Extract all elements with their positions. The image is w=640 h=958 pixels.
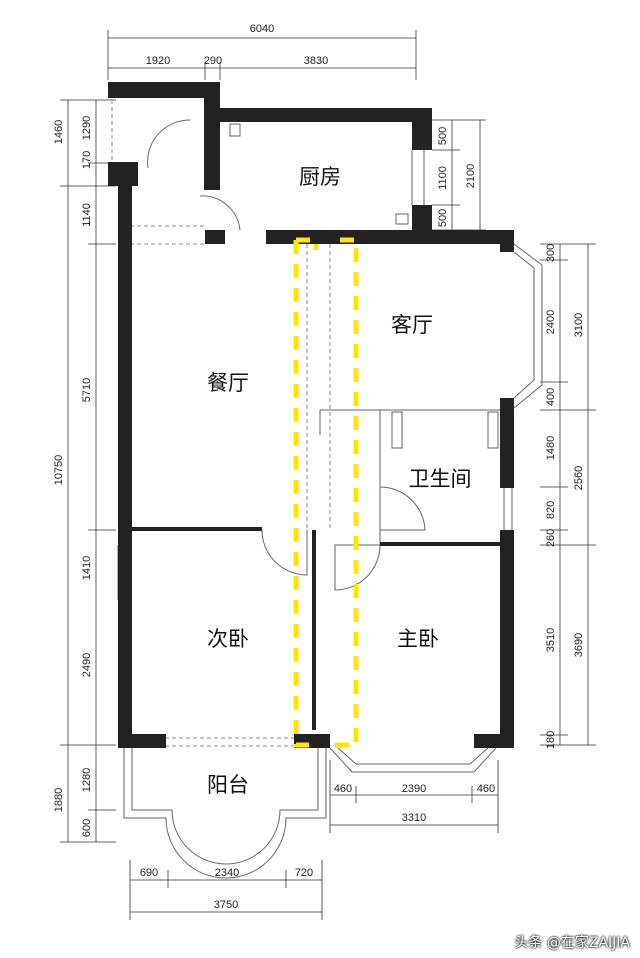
dim-left-1290: 1290 [81, 116, 93, 140]
dim-left-upper-total: 1460 [53, 120, 65, 144]
thin-lines [111, 100, 543, 879]
dim-right-kitchen-500b: 500 [437, 209, 449, 227]
bottom-dimension-lines [129, 760, 499, 920]
dim-right-3690: 3690 [573, 633, 585, 657]
room-master-bedroom-label: 主卧 [397, 627, 439, 651]
dim-top-1: 1920 [146, 55, 170, 67]
dim-right-1480: 1480 [545, 436, 557, 460]
left-dimension-lines [60, 99, 116, 843]
room-balcony-label: 阳台 [207, 773, 249, 797]
dim-left-170: 170 [81, 151, 93, 169]
dim-balcony-2340: 2340 [215, 867, 239, 879]
highlight-proposed-wall [293, 237, 359, 748]
dim-top-3: 3830 [304, 55, 328, 67]
dim-left-total: 10750 [53, 455, 65, 486]
dim-left-1410: 1410 [81, 556, 93, 580]
dim-left-600: 600 [81, 819, 93, 837]
dim-right-300: 300 [545, 244, 557, 262]
dim-right-3100: 3100 [573, 313, 585, 337]
room-bathroom-label: 卫生间 [409, 467, 472, 491]
walls [108, 82, 514, 748]
room-living-room-label: 客厅 [391, 313, 433, 337]
watermark: 头条 @在家ZAIJIA [514, 935, 630, 951]
dim-left-5710: 5710 [81, 378, 93, 402]
dim-left-1140: 1140 [81, 203, 93, 227]
dim-right-3510: 3510 [545, 628, 557, 652]
room-second-bedroom-label: 次卧 [207, 627, 249, 651]
dim-top-2: 290 [204, 55, 222, 67]
dim-right-kitchen-1100: 1100 [437, 166, 449, 190]
dim-right-180: 180 [545, 731, 557, 749]
dim-top-total: 6040 [250, 23, 274, 35]
dim-right-kitchen-total: 2100 [465, 164, 477, 188]
dim-right-400: 400 [545, 388, 557, 406]
dim-right-260: 260 [545, 529, 557, 547]
dim-balcony-690: 690 [140, 867, 158, 879]
top-dimension-lines [107, 30, 417, 80]
dim-bottom-460b: 460 [477, 783, 495, 795]
dim-bottom-460a: 460 [334, 783, 352, 795]
dim-left-1280: 1280 [81, 768, 93, 792]
dim-right-kitchen-500a: 500 [437, 127, 449, 145]
dim-bottom-2390: 2390 [402, 783, 426, 795]
room-dining-room-label: 餐厅 [207, 371, 249, 395]
dim-balcony-3750: 3750 [214, 899, 238, 911]
dim-right-820: 820 [545, 501, 557, 519]
right-dimension-lines [432, 119, 596, 746]
dim-left-bottom-total: 1880 [53, 788, 65, 812]
dim-right-2400: 2400 [545, 310, 557, 334]
dim-left-2490: 2490 [81, 653, 93, 677]
dim-bottom-3310: 3310 [402, 812, 426, 824]
dim-right-2560: 2560 [573, 466, 585, 490]
dim-balcony-720: 720 [295, 867, 313, 879]
room-kitchen-label: 厨房 [299, 165, 341, 189]
